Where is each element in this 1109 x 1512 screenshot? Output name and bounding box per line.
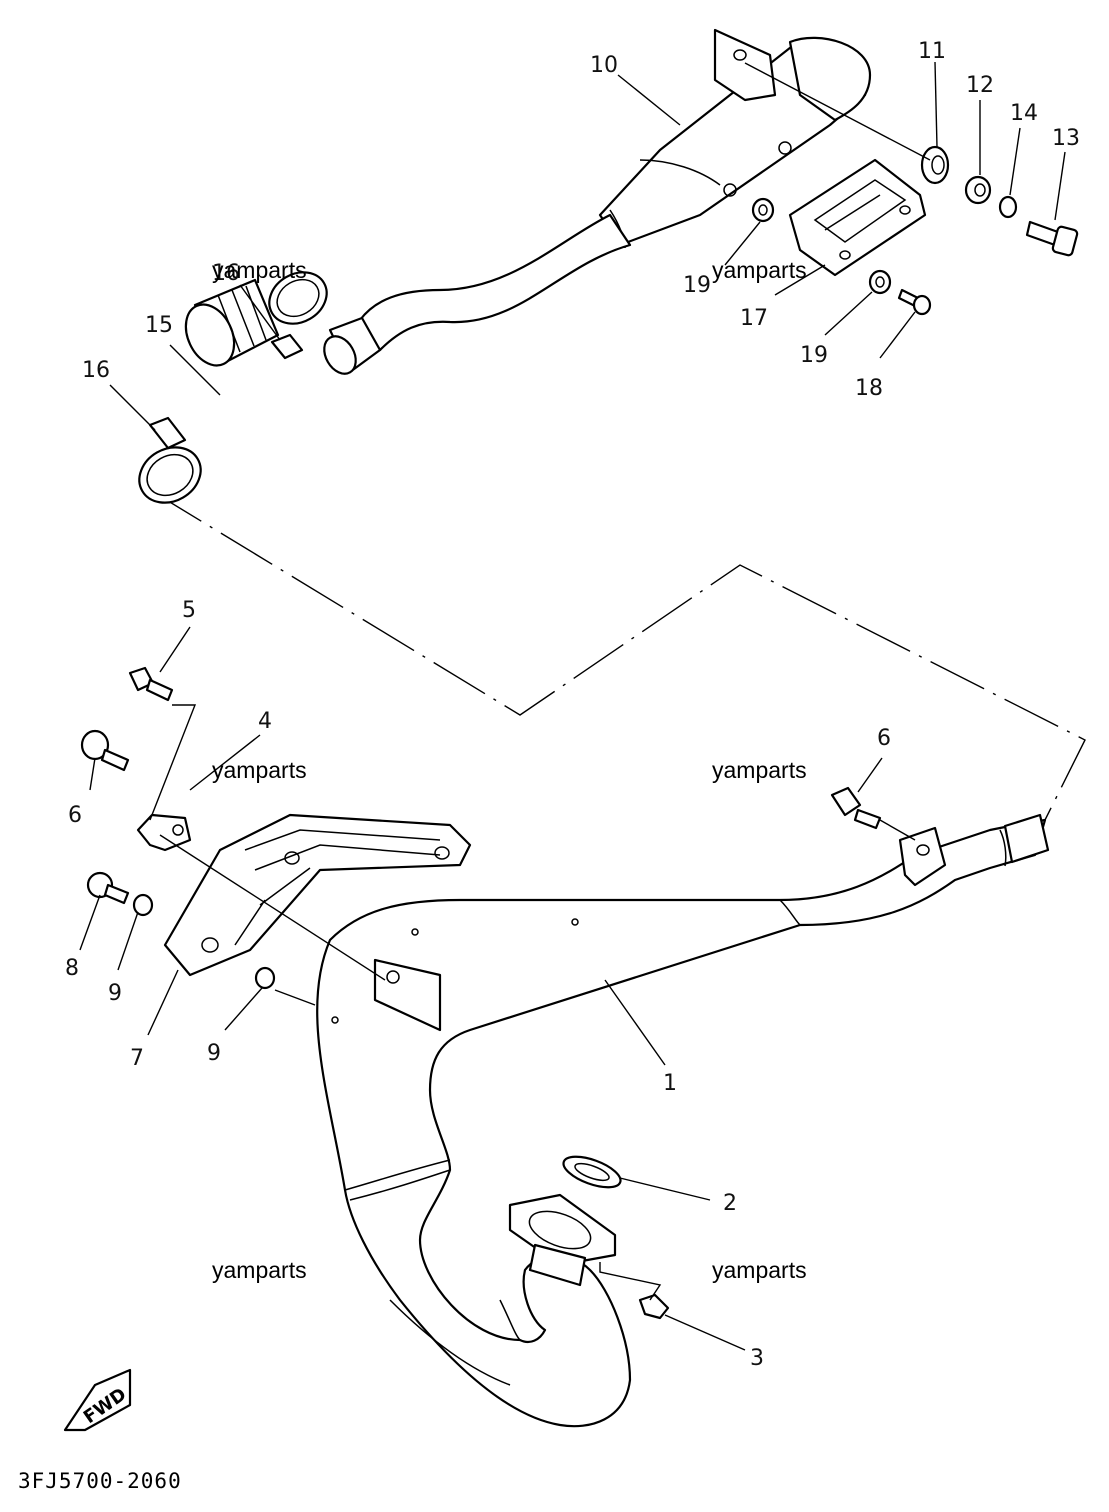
- watermark: yamparts: [712, 757, 807, 783]
- bracket-4: [136, 813, 192, 852]
- callout-11: 11: [918, 39, 946, 64]
- callout-3: 3: [750, 1346, 764, 1371]
- bolt-5: [128, 666, 174, 702]
- damper-11: [920, 145, 950, 185]
- callout-15: 15: [145, 313, 173, 338]
- watermark: yamparts: [212, 257, 307, 283]
- callout-13: 13: [1052, 126, 1080, 151]
- callout-4: 4: [258, 709, 272, 734]
- callout-6-left: 6: [68, 803, 82, 828]
- nut-3: [638, 1293, 670, 1320]
- gasket-2: [562, 1155, 622, 1189]
- clamp-16-upper: [268, 271, 328, 360]
- callout-8: 8: [65, 956, 79, 981]
- washer-14: [998, 195, 1018, 219]
- collar-12: [964, 175, 992, 205]
- watermark: yamparts: [212, 757, 307, 783]
- exhaust-flange: [508, 1193, 617, 1287]
- leader-lines: [79, 61, 1066, 1351]
- callout-5: 5: [182, 598, 196, 623]
- callout-2: 2: [723, 1191, 737, 1216]
- exhaust-pipe: [316, 813, 1050, 1428]
- assembly-dash-line: [149, 489, 1086, 821]
- washer-19b: [868, 269, 892, 295]
- washer-19a: [751, 197, 775, 223]
- silencer: [323, 28, 872, 375]
- bolt-8: [86, 871, 130, 905]
- callout-17: 17: [740, 306, 768, 331]
- bolt-6-left: [80, 729, 130, 772]
- washer-9b: [254, 966, 276, 990]
- clamp-16-lower: [138, 416, 202, 504]
- callout-7: 7: [130, 1046, 144, 1071]
- watermark: yamparts: [212, 1257, 307, 1283]
- diagram-code: 3FJ5700-2060: [18, 1469, 182, 1493]
- watermark: yamparts: [712, 1257, 807, 1283]
- callout-10: 10: [590, 53, 618, 78]
- callout-18: 18: [855, 376, 883, 401]
- callout-9-left: 9: [108, 981, 122, 1006]
- exhaust-protector: [163, 813, 472, 977]
- screw-18: [897, 288, 932, 316]
- washer-9a: [132, 893, 154, 917]
- callout-1: 1: [663, 1071, 677, 1096]
- callout-16-lower: 16: [82, 358, 110, 383]
- callout-16-upper: 16: [212, 261, 240, 286]
- watermark: yamparts: [712, 257, 807, 283]
- callout-14: 14: [1010, 101, 1038, 126]
- callout-6-right: 6: [877, 726, 891, 751]
- silencer-protector: [788, 158, 927, 277]
- bolt-13: [1025, 220, 1079, 257]
- callout-19-lower: 19: [800, 343, 828, 368]
- callout-12: 12: [966, 73, 994, 98]
- callout-labels: 10 11 12 14 13 16 15 16 19 17 19 18 5 4 …: [65, 39, 1080, 1371]
- fwd-arrow-icon: FWD: [63, 1368, 132, 1432]
- bolt-6-right: [830, 786, 882, 830]
- callout-19-upper: 19: [683, 273, 711, 298]
- callout-9-right: 9: [207, 1041, 221, 1066]
- watermarks: yamparts yamparts yamparts yamparts yamp…: [212, 257, 807, 1283]
- joint-15: [184, 278, 280, 367]
